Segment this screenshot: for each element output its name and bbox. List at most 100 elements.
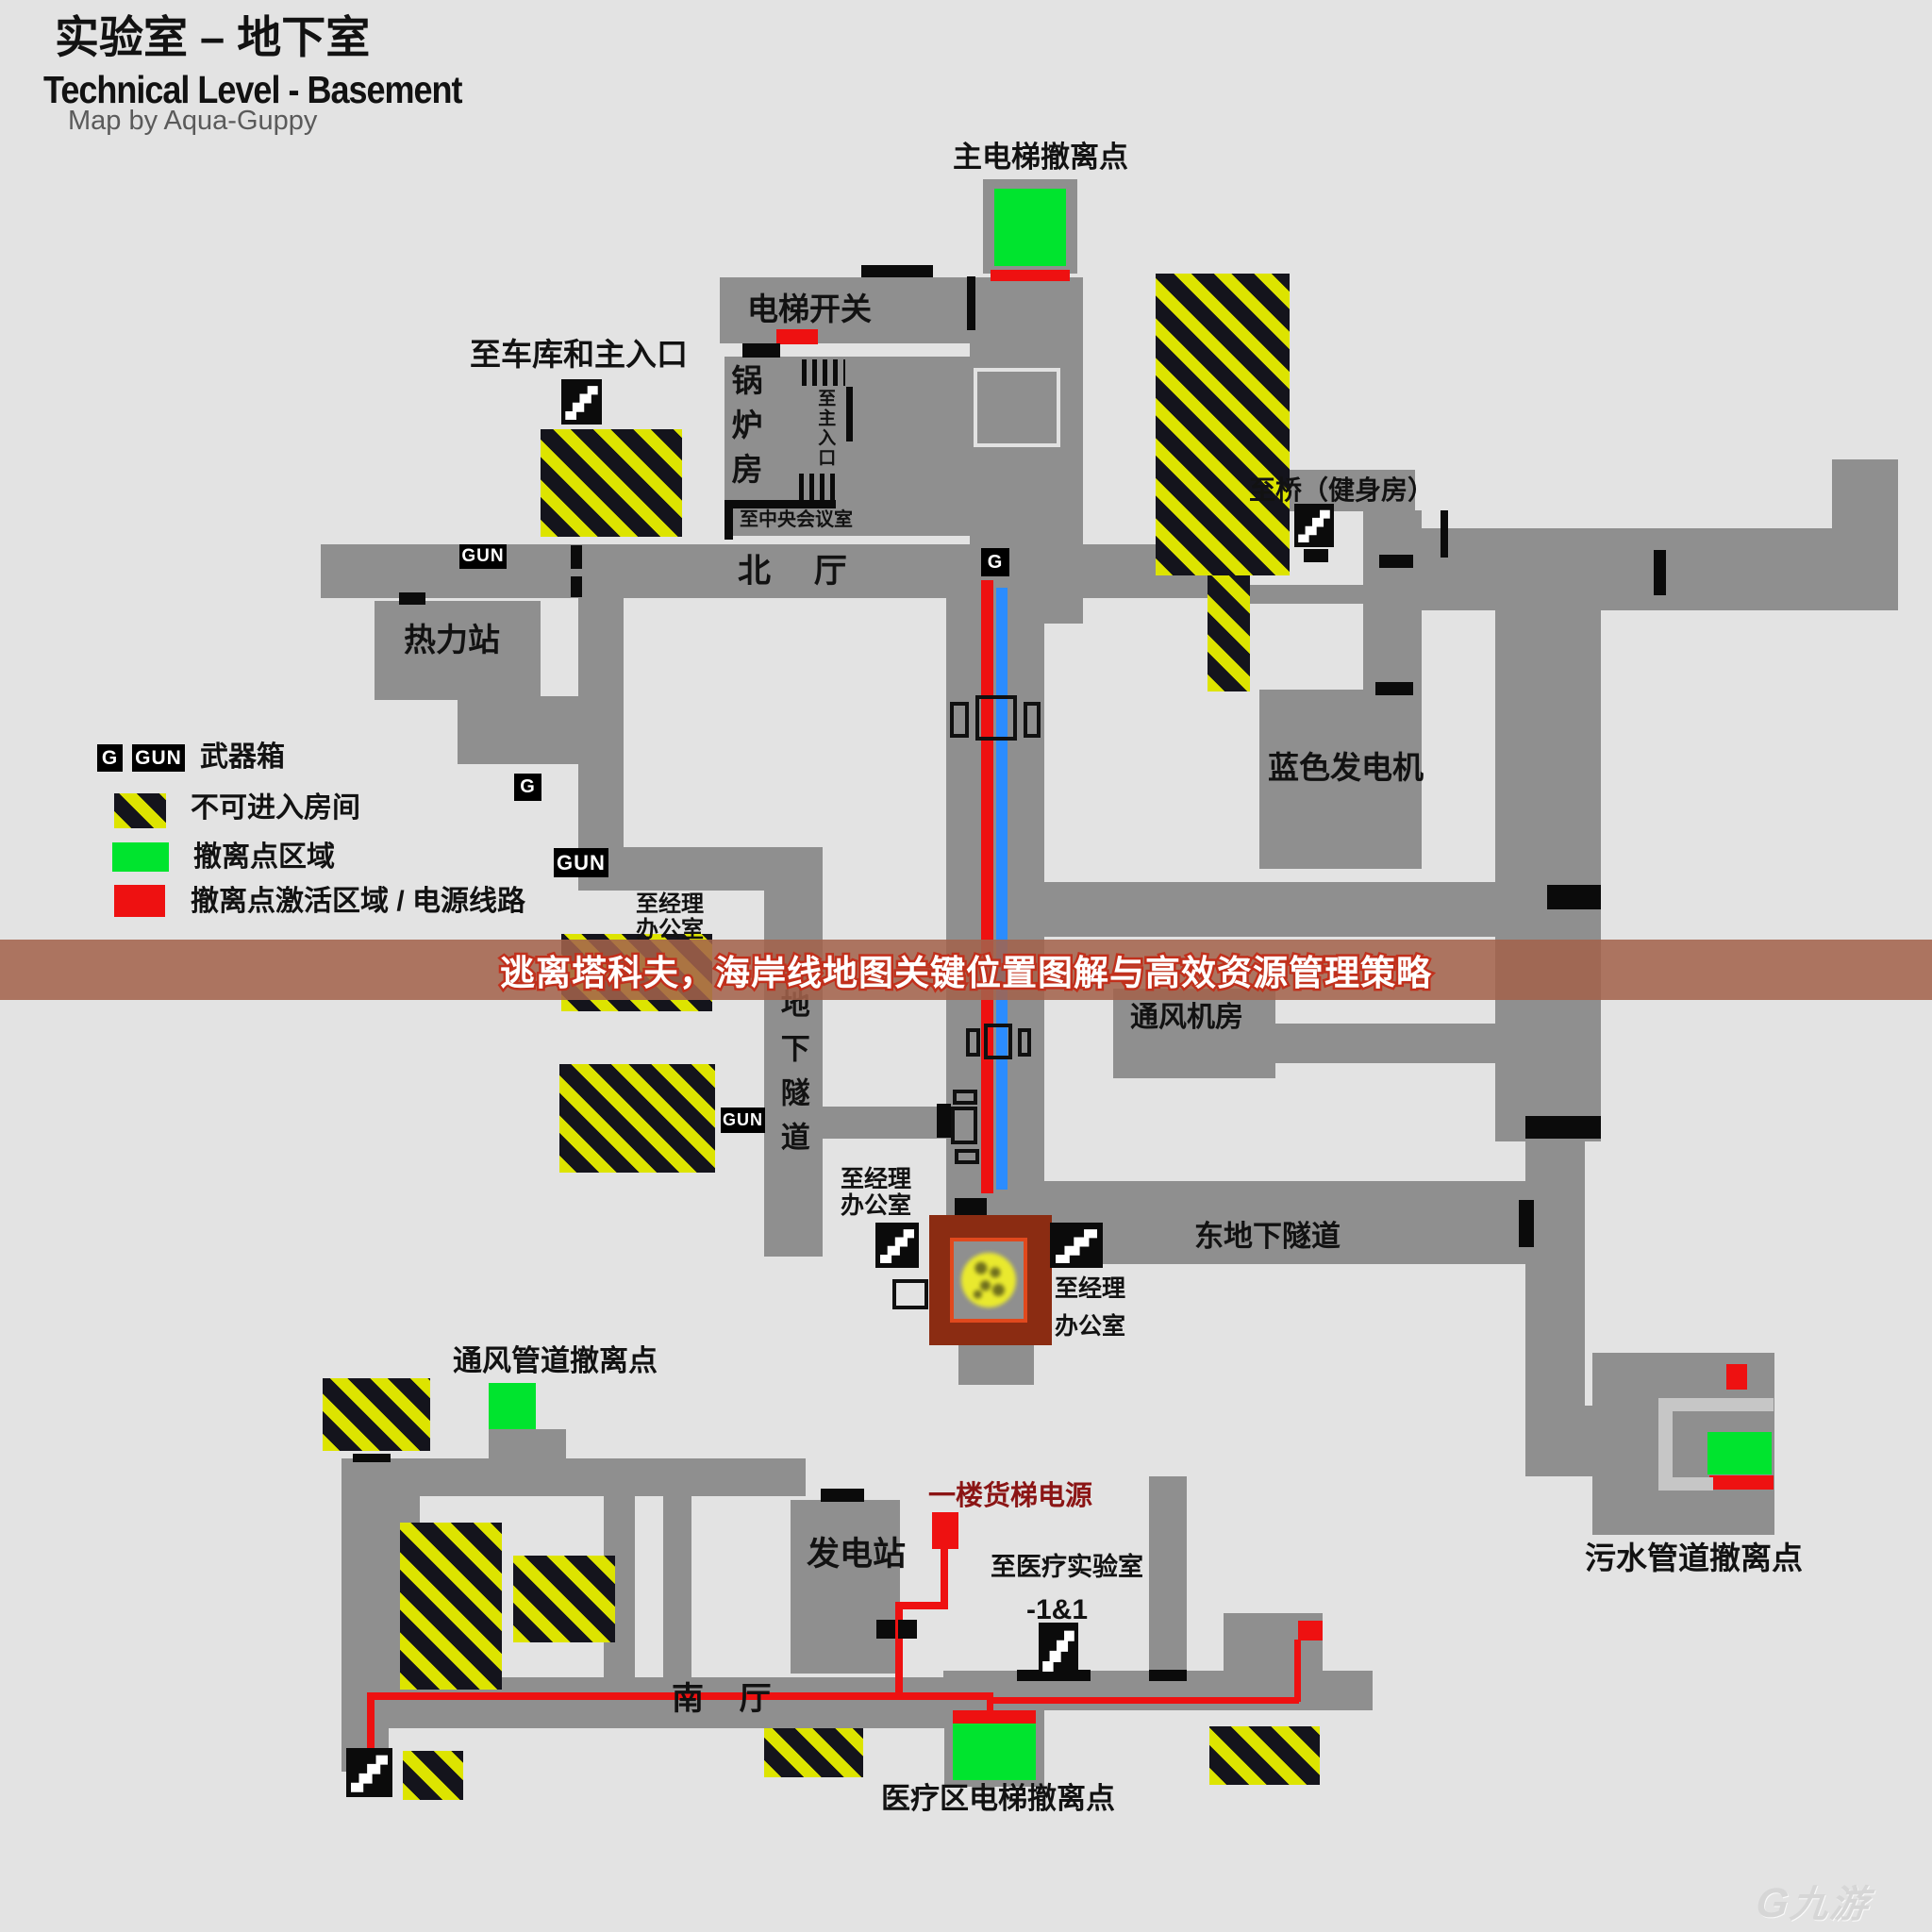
gun-badge: GUN [554, 848, 608, 877]
manager-office-room [929, 1215, 1052, 1345]
main-elevator-activate-strip [991, 270, 1070, 281]
stairs-tab [1304, 549, 1328, 562]
label-north-hall: 北 厅 [738, 553, 864, 590]
legend-g-badge: G [97, 744, 123, 772]
manager-office-room-inner [950, 1238, 1027, 1323]
power-line [895, 1602, 948, 1609]
door-marker [821, 1489, 864, 1502]
label-to-garage: 至车库和主入口 [470, 337, 688, 372]
door-marker [353, 1454, 391, 1462]
vent-corridor-horizontal [341, 1458, 806, 1496]
corridor-jog [578, 847, 767, 891]
car-symbol [975, 695, 1017, 741]
spotted-marker-icon [961, 1253, 1016, 1307]
article-title-text: 逃离塔科夫，海岸线地图关键位置图解与高效资源管理策略 [498, 952, 1434, 995]
label-to-manager-office-upper: 至经理 办公室 [636, 891, 704, 943]
label-line: 办公室 [636, 916, 704, 942]
label-to-main-entrance: 至主入口 [815, 389, 836, 468]
sewer-inner-wall [1658, 1477, 1713, 1491]
door-marker [1375, 682, 1413, 695]
watermark: G九游 [1754, 1874, 1873, 1928]
medical-extract-zone [953, 1724, 1036, 1780]
car-symbol [955, 1149, 979, 1164]
door-marker [898, 1620, 917, 1639]
tunnel-corridor [764, 847, 823, 1257]
vent-room-stub [1275, 1024, 1495, 1063]
label-heat-station: 热力站 [404, 623, 500, 658]
label-stairs-minus1-1: -1&1 [1026, 1594, 1089, 1625]
label-cargo-elevator-power: 一楼货梯电源 [928, 1481, 1093, 1511]
no-entry-room [513, 1556, 615, 1642]
no-entry-room [403, 1751, 463, 1800]
medical-vertical-stub [1149, 1476, 1187, 1674]
door-marker [1547, 885, 1601, 909]
power-line [367, 1692, 375, 1768]
car-symbol [953, 1090, 977, 1105]
label-line: 至经理 [636, 891, 704, 917]
ladder-icon [802, 359, 845, 386]
sewer-stub [1550, 1412, 1595, 1474]
label-to-medical-lab: 至医疗实验室 [991, 1553, 1143, 1581]
wall-segment [724, 500, 836, 508]
vent-extract-stub [489, 1429, 566, 1461]
power-line [992, 1697, 1299, 1704]
door-marker [1441, 510, 1448, 558]
label-vent-machine-room: 通风机房 [1130, 1002, 1243, 1033]
label-line: 至经理 [841, 1166, 912, 1192]
power-line [941, 1549, 948, 1607]
no-entry-room [1208, 575, 1250, 691]
map-title-en: Technical Level - Basement [43, 68, 463, 111]
no-entry-room [541, 429, 682, 537]
label-to-bridge-gym: 至桥（健身房） [1249, 475, 1435, 505]
stairs-icon [1050, 1223, 1103, 1268]
elevator-car-outline [974, 368, 1060, 447]
generator-room [791, 1500, 900, 1674]
map-credit: Map by Aqua-Guppy [68, 106, 318, 136]
map-title-zh: 实验室 – 地下室 [55, 12, 371, 62]
door-marker [1519, 1200, 1534, 1247]
door-marker [1149, 1670, 1187, 1681]
right-power-box [1298, 1621, 1323, 1641]
stairs-icon [875, 1223, 919, 1268]
wall-segment [724, 500, 733, 540]
label-line: 办公室 [1055, 1313, 1126, 1340]
sewer-inner-wall [1658, 1398, 1774, 1411]
stairs-icon [346, 1748, 392, 1797]
corridor-top-right-stub [1832, 459, 1898, 535]
power-line [895, 1602, 903, 1696]
label-to-manager-office-left: 至经理 办公室 [841, 1166, 911, 1219]
heat-station-room [375, 601, 541, 700]
label-line: 至经理 [1055, 1275, 1126, 1302]
label-blue-generator: 蓝色发电机 [1268, 750, 1424, 785]
power-line [1294, 1640, 1301, 1702]
door-marker [571, 545, 582, 569]
tunnel-central-link [823, 1107, 946, 1139]
main-elevator-extract-zone [994, 189, 1066, 266]
label-elevator-switch: 电梯开关 [747, 291, 872, 326]
legend-extract-label: 撤离点区域 [193, 841, 335, 873]
label-generator-station: 发电站 [807, 1536, 907, 1573]
door-marker [571, 576, 582, 597]
stairs-icon [1039, 1623, 1078, 1677]
legend-activate-label: 撤离点激活区域 / 电源线路 [191, 886, 526, 917]
ladder-icon [799, 474, 841, 502]
legend-extract-swatch [112, 842, 169, 872]
label-boiler-room: 锅炉房 [726, 364, 762, 497]
power-line [981, 580, 993, 1193]
sewer-activate-strip [1709, 1475, 1774, 1490]
car-symbol [950, 702, 969, 738]
vent-duct-extract-zone [489, 1383, 536, 1429]
no-entry-room [1209, 1726, 1320, 1785]
sewer-extract-zone [1707, 1432, 1772, 1474]
corridor-right-lower [1525, 1141, 1585, 1407]
door-marker [1379, 555, 1413, 568]
label-medical-extract: 医疗区电梯撤离点 [881, 1782, 1115, 1815]
central-corridor [946, 598, 1044, 1216]
car-symbol [966, 1028, 980, 1057]
door-marker [1525, 1116, 1601, 1139]
label-to-manager-office-right: 至经理 办公室 [1055, 1270, 1125, 1345]
corridor-bridge-generator [1363, 510, 1422, 690]
label-vent-duct-extract: 通风管道撤离点 [453, 1344, 658, 1377]
north-hall-west [321, 544, 981, 598]
car-symbol [1018, 1028, 1031, 1057]
